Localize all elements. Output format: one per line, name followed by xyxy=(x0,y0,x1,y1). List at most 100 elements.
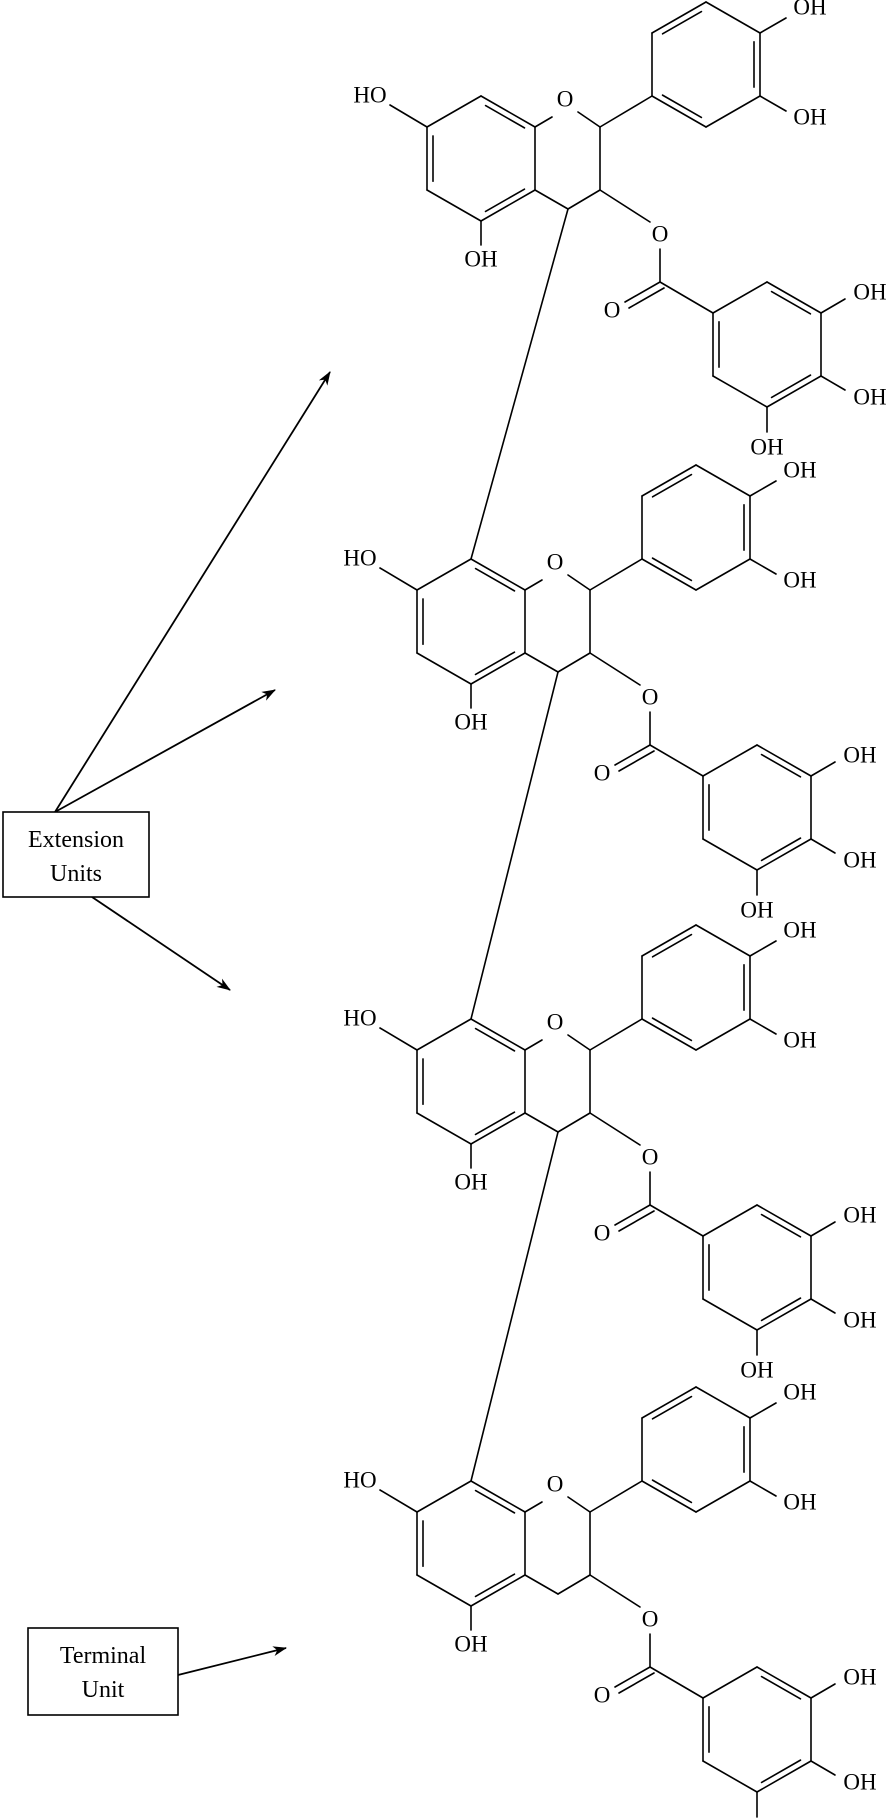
bond xyxy=(821,299,845,313)
bond xyxy=(568,190,600,209)
bond xyxy=(750,1019,776,1034)
bond xyxy=(767,282,821,313)
arrow-to-unit-1 xyxy=(55,372,330,812)
bond xyxy=(471,1575,525,1606)
bond xyxy=(652,2,706,33)
bond xyxy=(590,1481,642,1512)
bond xyxy=(590,559,642,590)
galloyl-hydroxyl-3-label: OH xyxy=(843,1203,876,1228)
hydroxyl-7-label: HO xyxy=(353,83,386,108)
galloyl-hydroxyl-4-label: OH xyxy=(853,385,886,410)
bond xyxy=(811,1761,835,1775)
bond xyxy=(757,1205,811,1236)
ring-oxygen-label: O xyxy=(547,1010,564,1035)
terminal-unit-label-line1: Terminal xyxy=(60,1643,147,1669)
bond xyxy=(417,1113,471,1144)
bond xyxy=(558,1575,590,1594)
bond xyxy=(650,1667,703,1698)
galloyl-hydroxyl-3-label: OH xyxy=(843,1665,876,1690)
bond xyxy=(703,1299,757,1330)
bond xyxy=(481,190,535,221)
bond xyxy=(629,288,664,308)
hydroxyl-4p-label: OH xyxy=(793,0,826,20)
bond xyxy=(750,481,776,496)
bond xyxy=(703,745,757,776)
bond xyxy=(750,941,776,956)
extension-unit-1: HOOHOOHOHOOOHOHOH xyxy=(353,0,886,460)
bond xyxy=(811,1684,835,1698)
bond xyxy=(811,1299,835,1313)
bond xyxy=(625,282,660,302)
bond xyxy=(757,1299,811,1330)
carbonyl-oxygen-label: O xyxy=(594,761,611,786)
bond xyxy=(750,1403,776,1418)
bond xyxy=(525,580,542,590)
hydroxyl-3p-label: OH xyxy=(783,1028,816,1053)
bond xyxy=(642,465,696,496)
galloyl-hydroxyl-3-label: OH xyxy=(853,280,886,305)
ester-oxygen-label: O xyxy=(642,1145,659,1170)
monomer-units: HOOHOOHOHOOOHOHOHHOOHOOHOHOOOHOHOHHOOHOO… xyxy=(343,0,886,1818)
bond xyxy=(390,105,427,127)
bond xyxy=(525,1502,542,1512)
bond xyxy=(706,96,760,127)
bond xyxy=(811,1222,835,1236)
bond xyxy=(619,1673,654,1693)
bond xyxy=(696,465,750,496)
galloyl-hydroxyl-5-label: OH xyxy=(750,435,783,460)
galloyl-hydroxyl-5-label: OH xyxy=(740,898,773,923)
hydroxyl-5-label: OH xyxy=(454,1170,487,1195)
bond xyxy=(642,1019,696,1050)
arrow-to-unit-2 xyxy=(55,690,275,812)
bond xyxy=(750,559,776,574)
bond xyxy=(660,282,713,313)
bond xyxy=(525,1040,542,1050)
bond xyxy=(380,1490,417,1512)
bond xyxy=(696,1387,750,1418)
galloyl-hydroxyl-4-label: OH xyxy=(843,1308,876,1333)
bond xyxy=(696,559,750,590)
bond xyxy=(696,1481,750,1512)
bond xyxy=(750,1481,776,1496)
hydroxyl-3p-label: OH xyxy=(793,105,826,130)
extension-unit-2: HOOHOOHOHOOOHOHOH xyxy=(343,458,876,923)
bond xyxy=(619,751,654,771)
bond xyxy=(706,2,760,33)
bond xyxy=(427,190,481,221)
bond xyxy=(811,762,835,776)
ring-oxygen-label: O xyxy=(557,87,574,112)
carbonyl-oxygen-label: O xyxy=(594,1683,611,1708)
bond xyxy=(600,96,652,127)
galloyl-hydroxyl-3-label: OH xyxy=(843,743,876,768)
bond xyxy=(481,96,535,127)
hydroxyl-7-label: HO xyxy=(343,546,376,571)
bond xyxy=(650,745,703,776)
bond xyxy=(760,18,786,33)
bond xyxy=(703,1667,757,1698)
bond xyxy=(619,1211,654,1231)
bond xyxy=(642,559,696,590)
carbonyl-oxygen-label: O xyxy=(604,298,621,323)
bond xyxy=(703,1761,757,1792)
bond xyxy=(568,575,590,590)
bond xyxy=(417,559,471,590)
bond xyxy=(535,190,568,209)
bond xyxy=(590,1575,640,1607)
bond xyxy=(642,1387,696,1418)
bond xyxy=(652,96,706,127)
ring-oxygen-label: O xyxy=(547,1472,564,1497)
extension-units-callout: Extension Units xyxy=(3,372,330,990)
bond xyxy=(558,1113,590,1132)
bond xyxy=(558,653,590,672)
bond xyxy=(811,839,835,853)
hydroxyl-5-label: OH xyxy=(464,247,497,272)
hydroxyl-5-label: OH xyxy=(454,710,487,735)
bond xyxy=(525,1113,558,1132)
bond xyxy=(471,1113,525,1144)
bond xyxy=(713,376,767,407)
terminal-unit: HOOHOOHOHOOOHOHOH xyxy=(343,1380,876,1818)
bond xyxy=(568,1497,590,1512)
bond xyxy=(427,96,481,127)
bond xyxy=(757,1667,811,1698)
bond xyxy=(535,117,552,127)
